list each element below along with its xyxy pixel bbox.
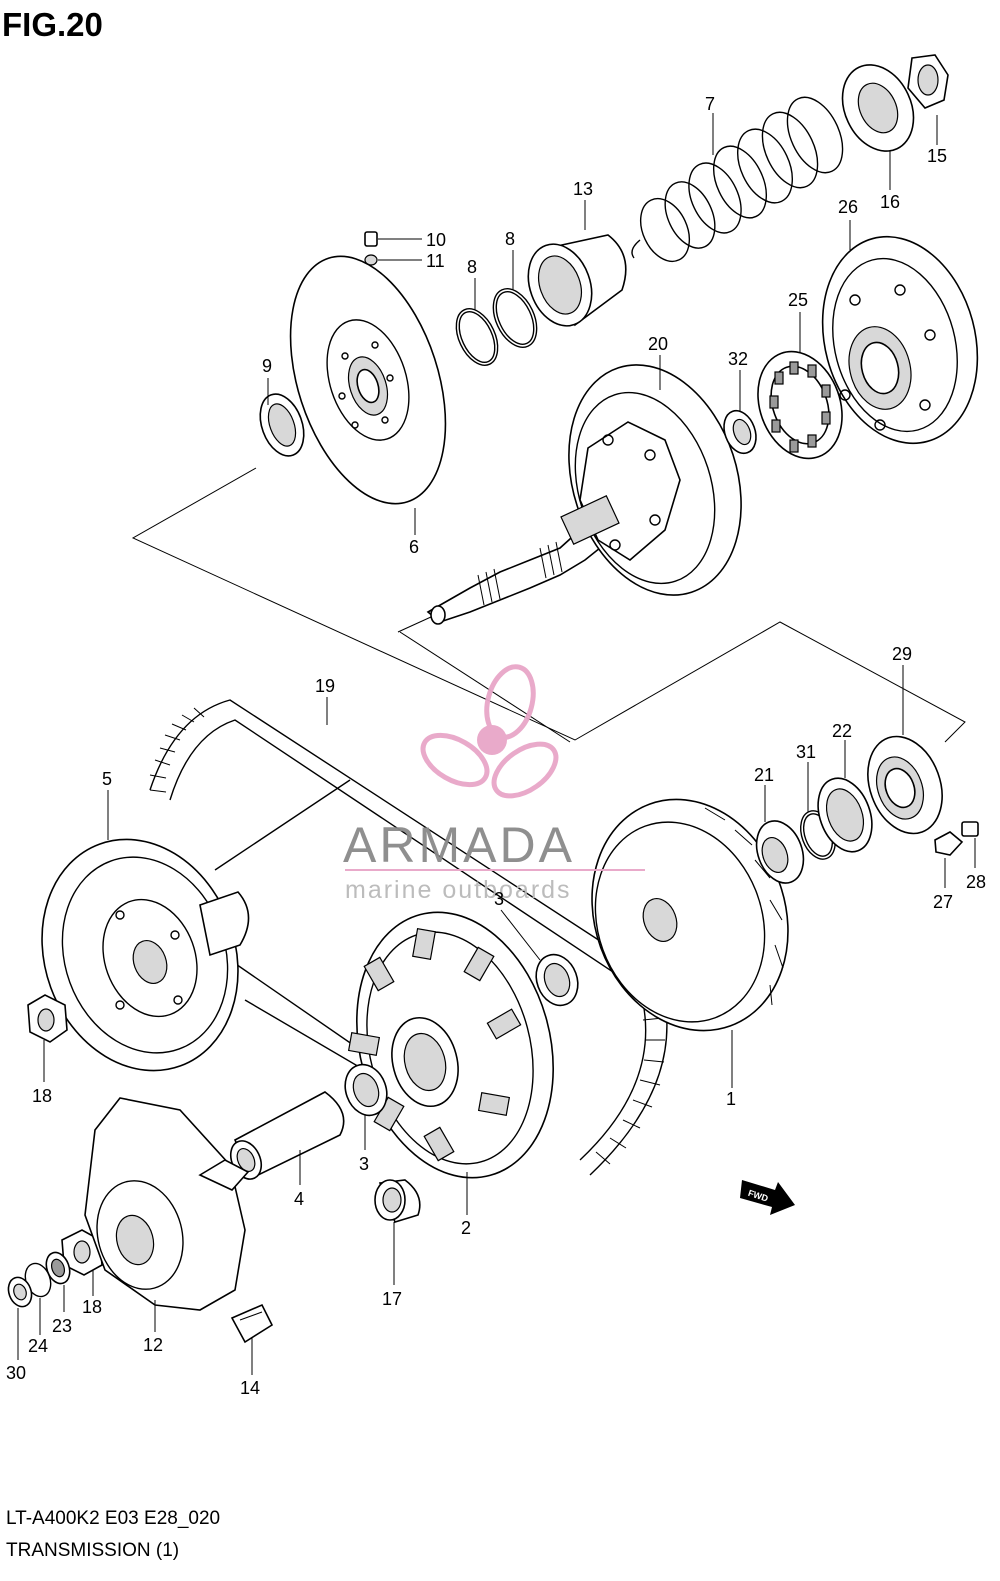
callout-4: 4 bbox=[294, 1189, 304, 1209]
callout-23: 23 bbox=[52, 1316, 72, 1336]
nut-part-15 bbox=[907, 54, 949, 109]
callout-32: 32 bbox=[728, 349, 748, 369]
movable-drive-face-part-2 bbox=[347, 911, 554, 1179]
roller-part-3-lower bbox=[344, 1063, 388, 1117]
callout-6: 6 bbox=[409, 537, 419, 557]
watermark-tagline: marine outboards bbox=[345, 876, 572, 904]
driven-shaft-part-20 bbox=[426, 364, 742, 625]
clip-part-14 bbox=[230, 1303, 274, 1344]
callout-17: 17 bbox=[382, 1289, 402, 1309]
callout-20: 20 bbox=[648, 334, 668, 354]
callout-28: 28 bbox=[966, 872, 986, 892]
spring-seat-part-16 bbox=[841, 64, 915, 152]
section-title: TRANSMISSION (1) bbox=[6, 1540, 180, 1561]
callout-25: 25 bbox=[788, 290, 808, 310]
callout-10: 10 bbox=[426, 230, 446, 250]
washer-part-11 bbox=[364, 254, 378, 266]
sleeve-part-13 bbox=[527, 234, 627, 327]
spring-part-7 bbox=[631, 96, 844, 263]
model-code: LT-A400K2 E03 E28_020 bbox=[6, 1508, 221, 1529]
callout-31: 31 bbox=[796, 742, 816, 762]
propeller-logo bbox=[420, 664, 559, 799]
clutch-housing-part-26 bbox=[821, 235, 979, 445]
callout-26: 26 bbox=[838, 197, 858, 217]
callout-3-lower: 3 bbox=[359, 1154, 369, 1174]
callout-30: 30 bbox=[6, 1363, 26, 1383]
leader-lines bbox=[17, 113, 976, 1375]
oil-seal-part-22 bbox=[817, 777, 873, 853]
callout-3-upper: 3 bbox=[494, 889, 504, 909]
callout-18-lower: 18 bbox=[82, 1297, 102, 1317]
nut-part-18-lower bbox=[61, 1229, 103, 1276]
nut-part-30 bbox=[7, 1276, 33, 1308]
callout-24: 24 bbox=[28, 1336, 48, 1356]
callout-27: 27 bbox=[933, 892, 953, 912]
callout-18-left: 18 bbox=[32, 1086, 52, 1106]
callout-15: 15 bbox=[927, 146, 947, 166]
callout-8-left: 8 bbox=[467, 257, 477, 277]
bearing-part-29 bbox=[867, 735, 943, 835]
armada-watermark: ARMADA marine outboards bbox=[343, 664, 645, 904]
callout-labels: 7 15 16 26 13 8 8 10 11 9 6 20 32 25 19 … bbox=[6, 94, 986, 1398]
bearing-part-32 bbox=[723, 409, 757, 455]
callout-21: 21 bbox=[754, 765, 774, 785]
callout-7: 7 bbox=[705, 94, 715, 114]
bearing-part-17 bbox=[374, 1179, 421, 1223]
collar-part-21 bbox=[755, 820, 805, 884]
figure-title: FIG.20 bbox=[2, 6, 103, 43]
fixed-drive-face-part-1 bbox=[591, 798, 789, 1032]
callout-22: 22 bbox=[832, 721, 852, 741]
callout-13: 13 bbox=[573, 179, 593, 199]
o-rings-part-8 bbox=[455, 288, 538, 366]
pin-part-10 bbox=[364, 231, 378, 247]
callout-1: 1 bbox=[726, 1089, 736, 1109]
drive-face-part-5 bbox=[41, 838, 250, 1072]
nut-part-18-left bbox=[27, 994, 68, 1043]
sheave-disc-part-6 bbox=[289, 255, 447, 505]
washer-part-27 bbox=[934, 831, 964, 856]
seal-part-9 bbox=[259, 393, 305, 457]
callout-19: 19 bbox=[315, 676, 335, 696]
callout-16: 16 bbox=[880, 192, 900, 212]
callout-9: 9 bbox=[262, 356, 272, 376]
bolt-part-28 bbox=[961, 821, 979, 837]
upper-assembly-bracket bbox=[131, 467, 966, 743]
cover-plate-part-12 bbox=[84, 1097, 250, 1311]
callout-29: 29 bbox=[892, 644, 912, 664]
callout-5: 5 bbox=[102, 769, 112, 789]
watermark-brand: ARMADA bbox=[343, 817, 575, 873]
callout-14: 14 bbox=[240, 1378, 260, 1398]
one-way-clutch-part-25 bbox=[757, 350, 843, 460]
forward-direction-badge: FWD bbox=[740, 1180, 795, 1215]
roller-part-3-upper bbox=[535, 953, 579, 1007]
callout-11: 11 bbox=[426, 251, 445, 271]
callout-12: 12 bbox=[143, 1335, 163, 1355]
callout-2: 2 bbox=[461, 1218, 471, 1238]
callout-8-right: 8 bbox=[505, 229, 515, 249]
